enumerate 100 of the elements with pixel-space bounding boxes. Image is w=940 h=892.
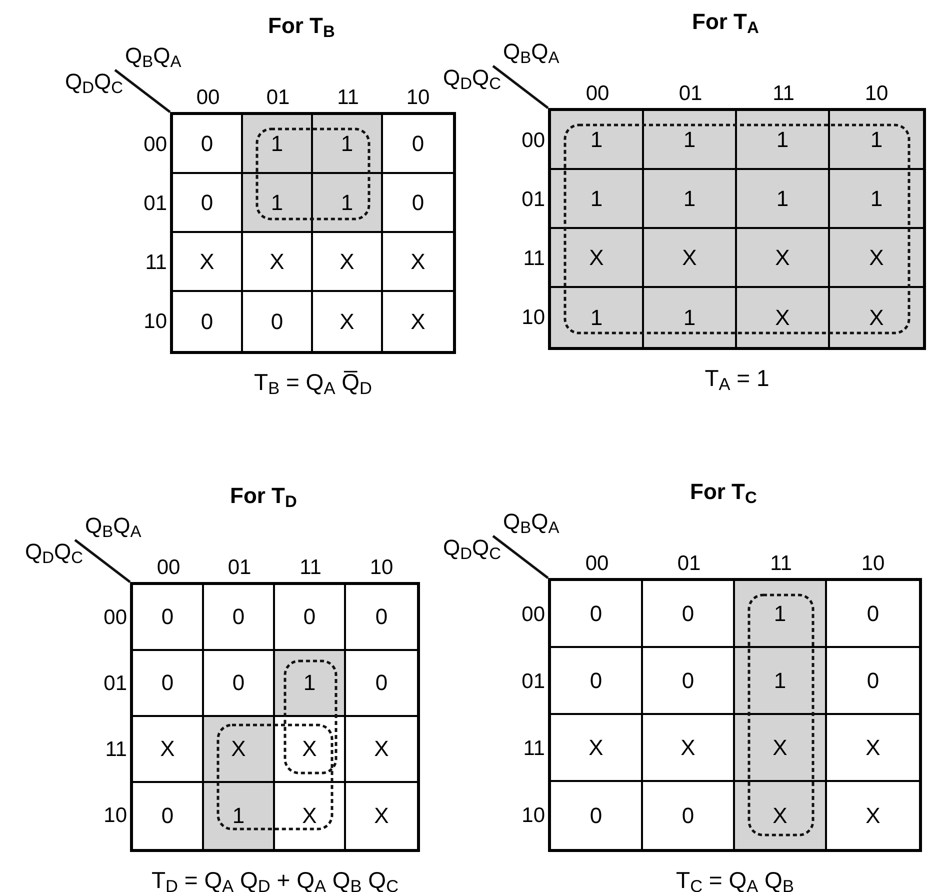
map-title: For T$_{B}$ xyxy=(268,15,335,37)
row-header: 01 xyxy=(520,188,545,210)
row-header: 10 xyxy=(520,804,545,826)
cell-value: X xyxy=(410,250,426,272)
cell-value: X xyxy=(772,804,788,826)
map-title: For T$_{C}$ xyxy=(690,481,757,503)
cell-value: X xyxy=(302,805,317,827)
row-header: 10 xyxy=(520,306,545,328)
cell-value: 0 xyxy=(590,804,602,826)
cell-value: X xyxy=(775,246,790,268)
cell-value: X xyxy=(200,250,214,272)
cell-value: 1 xyxy=(270,192,284,214)
column-header: 00 xyxy=(584,553,610,574)
column-variables: Q$_{B}$Q$_{A}$ xyxy=(125,45,182,67)
row-header: 10 xyxy=(102,805,127,826)
column-variables: Q$_{B}$Q$_{A}$ xyxy=(503,511,560,533)
boolean-equation: T$_{B}$ = Q$_{A}$ Q̅$_{D}$ xyxy=(253,371,373,394)
cell-value: X xyxy=(869,246,884,268)
cell-value: 1 xyxy=(590,188,603,210)
cell-value: X xyxy=(340,310,354,332)
column-header: 00 xyxy=(156,557,182,578)
cell-value: 1 xyxy=(340,192,354,214)
row-header: 01 xyxy=(142,192,167,214)
column-header: 01 xyxy=(265,87,291,108)
row-variables: Q$_{D}$Q$_{C}$ xyxy=(443,67,502,89)
cell-value: 0 xyxy=(232,672,245,694)
cell-value: X xyxy=(589,246,604,268)
cell-value: 0 xyxy=(590,602,602,624)
cell-value: 0 xyxy=(161,606,174,628)
cell-value: 1 xyxy=(270,132,284,154)
column-header: 10 xyxy=(368,557,394,578)
cell-value: 0 xyxy=(303,606,316,628)
column-header: 10 xyxy=(405,87,431,108)
map-title: For T$_{D}$ xyxy=(230,485,297,507)
column-header: 10 xyxy=(864,83,890,104)
column-header: 01 xyxy=(226,557,252,578)
cell-value: 0 xyxy=(200,310,214,332)
cell-value: 0 xyxy=(412,192,424,214)
cell-value: 1 xyxy=(683,128,696,150)
cell-value: 0 xyxy=(232,606,245,628)
cell-value: X xyxy=(866,804,880,826)
cell-value: X xyxy=(374,805,389,827)
cell-value: 1 xyxy=(870,128,883,150)
row-header: 00 xyxy=(102,607,127,628)
row-header: 01 xyxy=(102,673,127,694)
cell-value: X xyxy=(682,246,697,268)
cell-value: 1 xyxy=(774,602,786,624)
cell-value: 1 xyxy=(590,306,603,328)
cell-value: 0 xyxy=(375,606,388,628)
cell-value: 0 xyxy=(682,804,694,826)
cell-value: 0 xyxy=(161,672,174,694)
cell-value: 1 xyxy=(776,188,789,210)
cell-value: X xyxy=(869,306,884,328)
cell-value: 0 xyxy=(590,670,602,692)
cell-value: 0 xyxy=(682,602,694,624)
column-variables: Q$_{B}$Q$_{A}$ xyxy=(503,41,560,63)
column-header: 01 xyxy=(678,83,704,104)
row-variables: Q$_{D}$Q$_{C}$ xyxy=(443,537,502,559)
cell-value: X xyxy=(588,736,604,758)
cell-value: 1 xyxy=(870,188,883,210)
cell-value: X xyxy=(775,306,790,328)
cell-value: 0 xyxy=(682,670,694,692)
row-header: 00 xyxy=(520,130,545,150)
row-header: 11 xyxy=(522,248,545,268)
column-header: 11 xyxy=(769,553,793,574)
cell-value: 0 xyxy=(375,672,388,694)
column-header: 11 xyxy=(336,87,360,108)
cell-value: 1 xyxy=(590,128,603,150)
cell-value: X xyxy=(410,310,426,332)
cell-value: 0 xyxy=(200,132,214,154)
cell-value: 0 xyxy=(270,310,284,332)
row-header: 11 xyxy=(104,739,127,760)
column-variables: Q$_{B}$Q$_{A}$ xyxy=(85,515,142,537)
row-header: 01 xyxy=(520,670,545,692)
cell-value: 1 xyxy=(774,670,786,692)
row-variables: Q$_{D}$Q$_{C}$ xyxy=(65,71,124,93)
cell-value: X xyxy=(680,736,696,758)
cell-value: 1 xyxy=(683,306,696,328)
cell-value: X xyxy=(302,738,317,760)
row-header: 10 xyxy=(142,310,167,332)
row-variables: Q$_{D}$Q$_{C}$ xyxy=(25,541,84,563)
cell-value: 0 xyxy=(161,805,174,827)
cell-value: 1 xyxy=(303,672,316,694)
column-header: 00 xyxy=(584,83,610,104)
cell-value: X xyxy=(231,738,246,760)
cell-value: X xyxy=(270,250,284,272)
cell-value: X xyxy=(160,738,175,760)
row-header: 00 xyxy=(142,134,167,154)
cell-value: 1 xyxy=(776,128,789,150)
cell-value: 0 xyxy=(866,602,880,624)
row-header: 00 xyxy=(520,604,545,624)
cell-value: X xyxy=(772,736,788,758)
column-header: 11 xyxy=(772,83,796,104)
cell-value: X xyxy=(340,250,354,272)
map-title: For T$_{A}$ xyxy=(692,11,759,33)
boolean-equation: T$_{A}$ = 1 xyxy=(704,367,770,390)
cell-value: 0 xyxy=(866,670,880,692)
cell-value: 0 xyxy=(412,132,424,154)
column-header: 00 xyxy=(195,87,221,108)
cell-value: X xyxy=(866,736,880,758)
